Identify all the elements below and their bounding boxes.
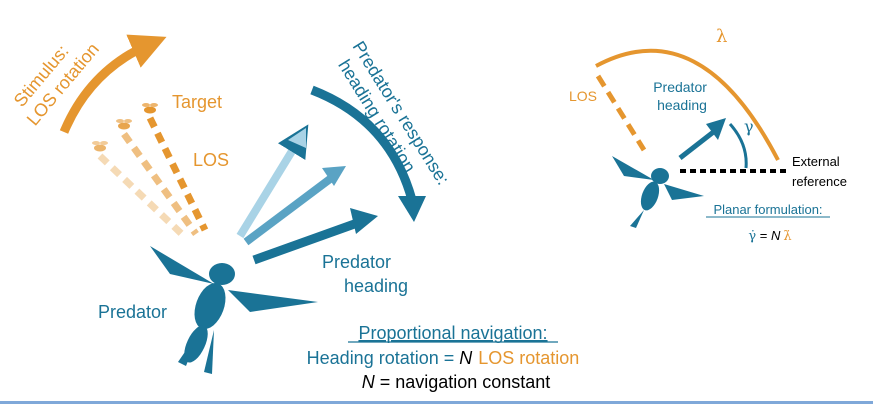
pn-title: Proportional navigation: — [358, 323, 547, 343]
predator-heading-label: Predator heading — [322, 252, 408, 296]
heading-arrow-right — [678, 128, 718, 160]
gamma-arc — [728, 122, 748, 169]
lambda-arc — [595, 48, 780, 161]
target-fly-icon — [116, 119, 132, 130]
heading-arrow-mid — [243, 172, 337, 246]
gamma-symbol: γ — [744, 117, 754, 136]
los-line-3 — [97, 153, 189, 241]
planar-title: Planar formulation: — [713, 202, 822, 217]
los-dashed-line-right — [595, 74, 647, 152]
heading-arrow-current — [252, 217, 362, 265]
fly-silhouette-icon — [150, 246, 318, 374]
predator-heading-label-right: Predator heading — [653, 79, 711, 113]
heading-rotation-arrowhead — [398, 196, 426, 222]
heading-arrowhead-current — [350, 208, 378, 234]
lambda-symbol: λ — [716, 26, 727, 47]
heading-arrowhead-right — [706, 118, 726, 140]
pn-constant: N = navigation constant — [362, 372, 551, 392]
heading-arrowhead-early — [288, 128, 306, 148]
target-label: Target — [172, 92, 222, 112]
stimulus-label: Stimulus: LOS rotation — [6, 25, 103, 129]
los-label: LOS — [193, 150, 229, 170]
heading-rotation-arc — [310, 85, 417, 202]
external-reference-label: External reference — [792, 154, 847, 189]
heading-arrow-early — [236, 124, 309, 239]
target-fly-icon — [142, 103, 158, 114]
response-label: Predator's response: heading rotation — [330, 38, 456, 205]
los-line-1 — [146, 116, 209, 232]
target-fly-icon — [92, 141, 108, 152]
bottom-divider — [0, 401, 873, 404]
los-line-2 — [121, 131, 199, 237]
los-rotation-arrow — [59, 34, 167, 134]
heading-arrowhead-mid — [322, 166, 346, 186]
fly-silhouette-icon — [612, 156, 704, 228]
predator-label: Predator — [98, 302, 167, 322]
los-label-right: LOS — [569, 88, 597, 104]
